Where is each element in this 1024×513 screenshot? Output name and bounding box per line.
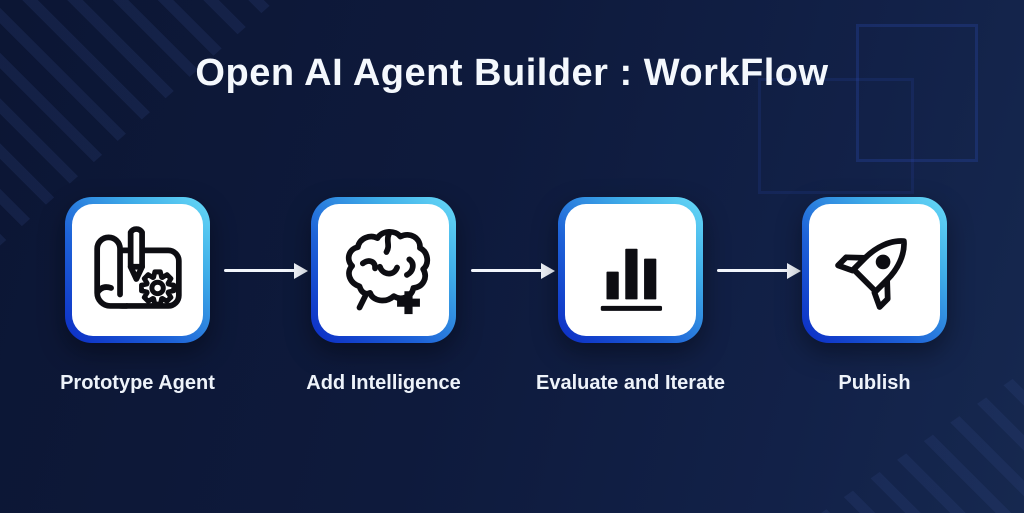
page-title: Open AI Agent Builder : WorkFlow (195, 52, 829, 94)
flow-arrow-icon (717, 269, 789, 272)
step-label: Evaluate and Iterate (536, 372, 725, 394)
step-card-publish (802, 197, 947, 343)
step-label: Add Intelligence (306, 372, 461, 394)
step-label: Prototype Agent (60, 372, 215, 394)
step-card-prototype-agent (65, 197, 210, 343)
rectangle-frame-decoration (758, 78, 914, 194)
step-label: Publish (838, 372, 911, 394)
step-card-add-intelligence (311, 197, 456, 343)
rocket-icon (834, 238, 907, 310)
bar-chart-icon (600, 248, 662, 311)
flow-arrow-icon (224, 269, 296, 272)
step-card-evaluate-and-iterate (558, 197, 703, 343)
diagonal-stripes-decoration-bottom-right (764, 343, 1024, 513)
blueprint-pencil-gear-icon (93, 226, 182, 309)
brain-plus-icon (345, 228, 430, 315)
flow-arrow-icon (471, 269, 543, 272)
